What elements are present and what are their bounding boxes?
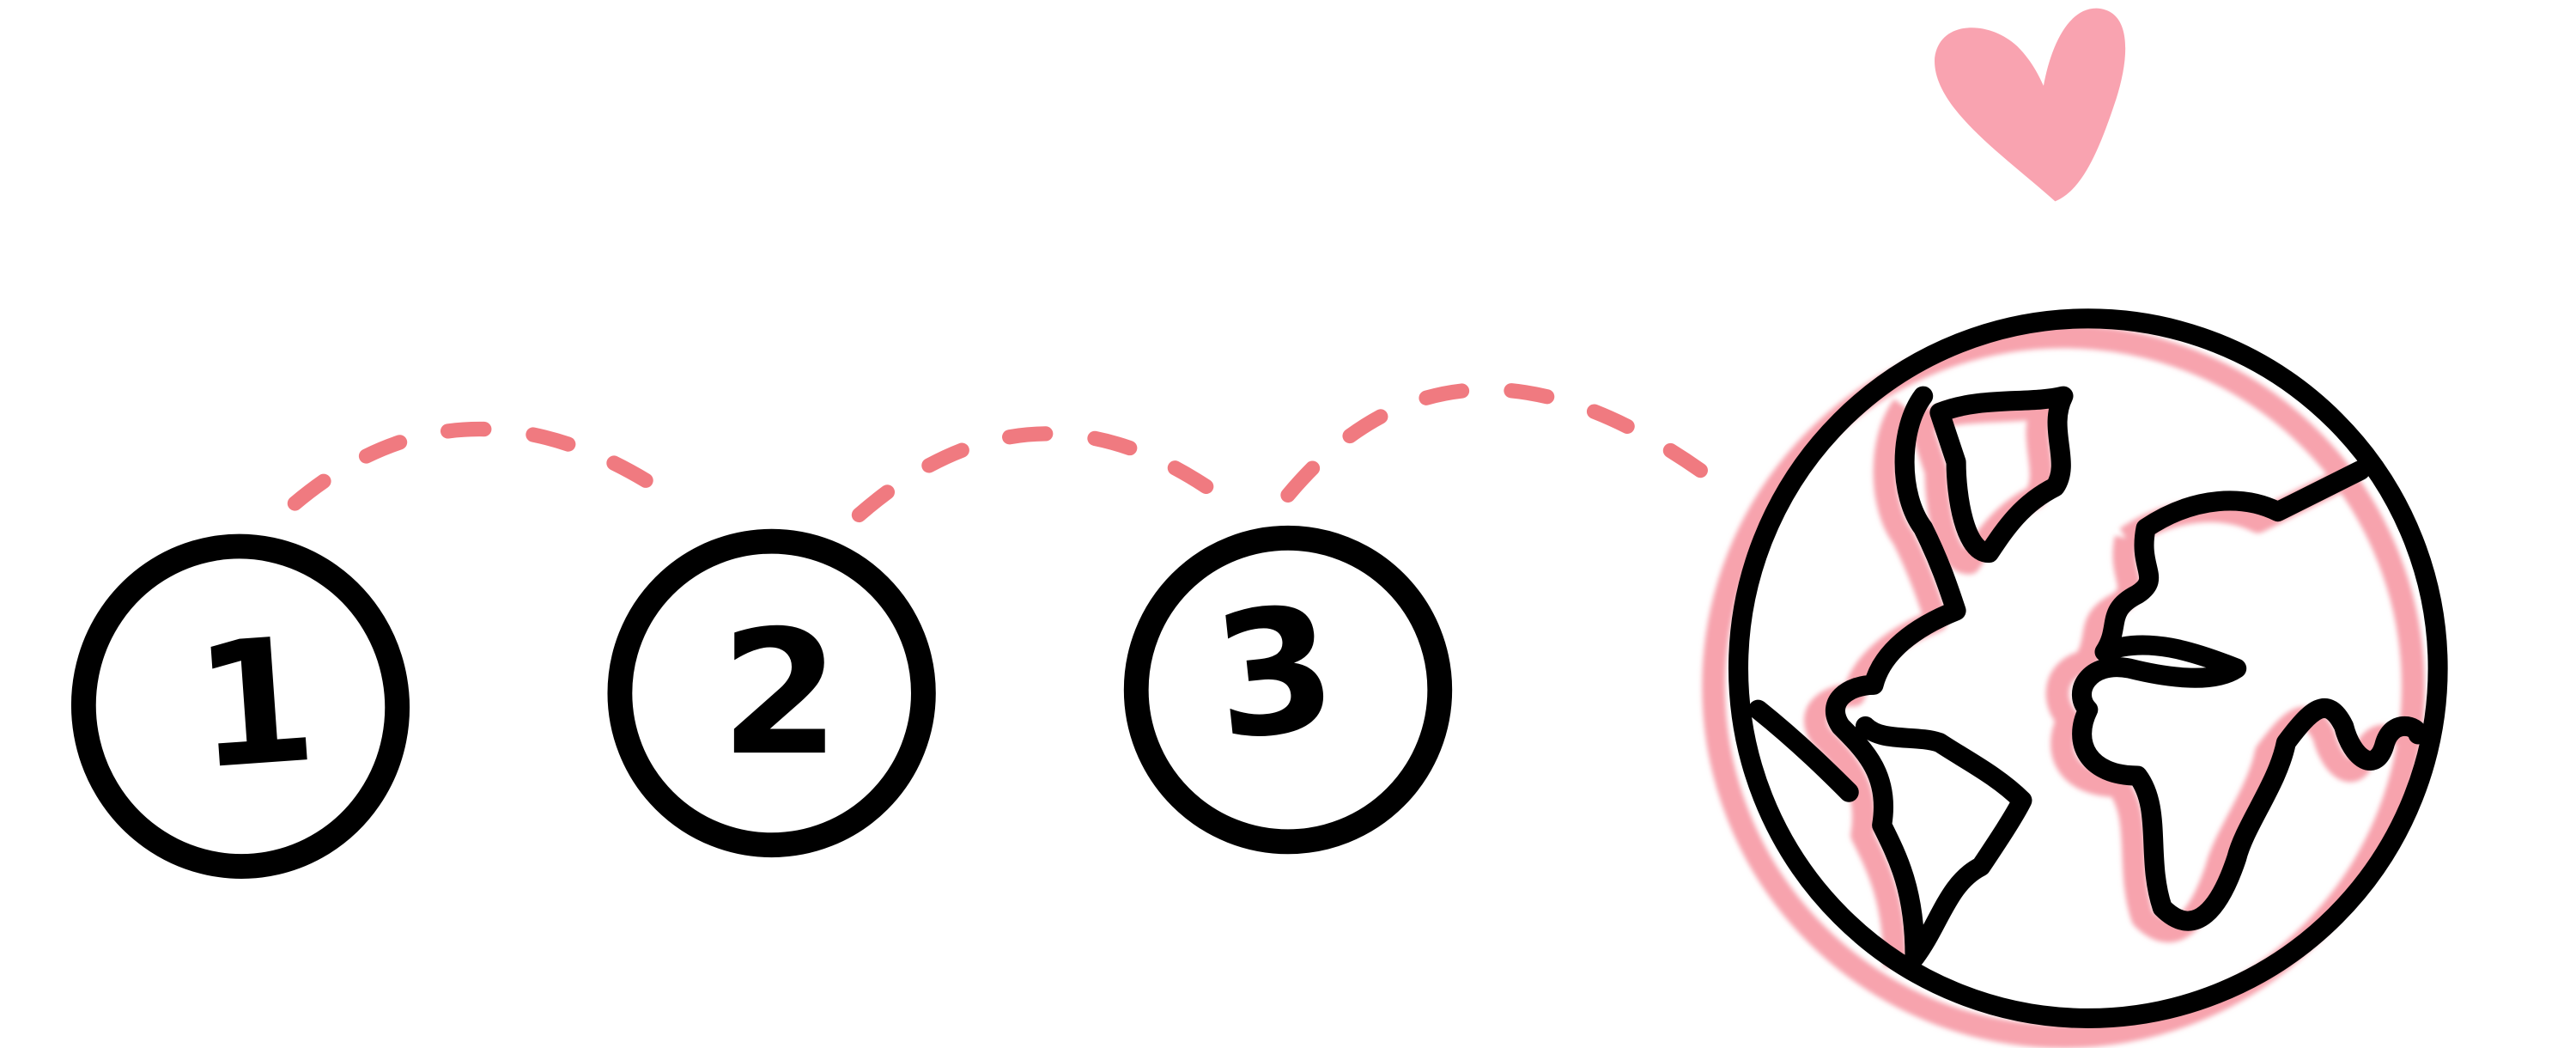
heart-icon	[1935, 8, 2126, 202]
connector-2-3	[851, 426, 1226, 523]
step-circle	[1123, 525, 1453, 855]
globe-outline	[1728, 308, 2448, 1028]
globe-icon	[1702, 308, 2448, 1048]
step-number: 1	[189, 601, 322, 808]
step-number: 2	[720, 594, 840, 794]
step-circle	[70, 533, 410, 879]
step-3: 3	[1123, 525, 1453, 855]
step-1: 1	[70, 533, 410, 879]
step-2: 2	[607, 528, 936, 858]
step-circle	[607, 528, 936, 858]
continent-eurasia-africa	[2071, 460, 2428, 931]
continent-americas	[1825, 386, 2032, 967]
step-number: 3	[1205, 569, 1345, 779]
continent-greenland	[1929, 386, 2074, 564]
connector-1-2	[287, 422, 689, 511]
dashed-connectors	[287, 381, 1708, 523]
connector-3-globe	[1280, 381, 1708, 503]
globe-edge-line	[1748, 699, 1859, 802]
